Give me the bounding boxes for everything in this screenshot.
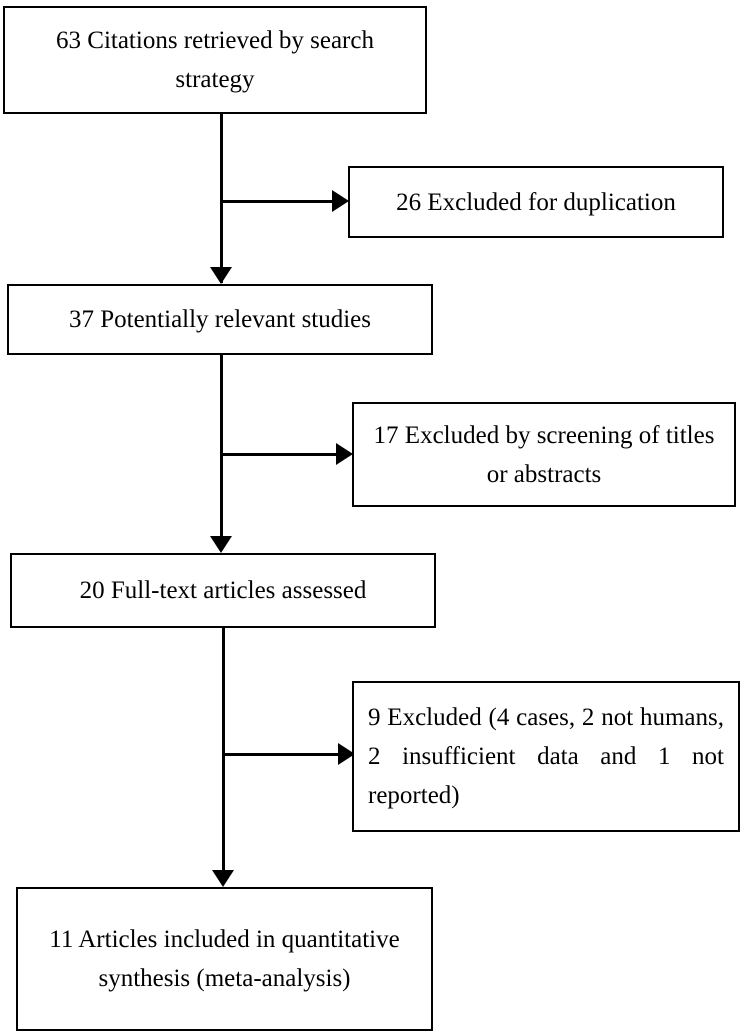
connector-line-branch-duplication xyxy=(220,200,340,203)
node-articles-included-label: 11 Articles included in quantitative syn… xyxy=(49,926,400,992)
node-excluded-screening: 17 Excluded by screening of titles or ab… xyxy=(352,402,736,507)
connector-arrowhead-branch-duplication xyxy=(332,190,349,212)
connector-line-stage2-to-stage3 xyxy=(220,355,223,537)
connector-arrowhead-stage3-to-stage4 xyxy=(212,870,234,887)
connector-line-stage3-to-stage4 xyxy=(222,628,225,871)
connector-line-branch-fulltext-exclusion xyxy=(222,753,346,756)
node-citations-retrieved: 63 Citations retrieved by search strateg… xyxy=(3,6,427,114)
connector-line-branch-screening xyxy=(220,453,344,456)
node-fulltext-assessed-label: 20 Full-text articles assessed xyxy=(79,577,367,604)
connector-arrowhead-stage1-to-stage2 xyxy=(210,267,232,284)
node-excluded-duplication: 26 Excluded for duplication xyxy=(348,166,724,238)
node-excluded-fulltext: 9 Excluded (4 cases, 2 not humans, 2 ins… xyxy=(352,681,740,832)
node-fulltext-assessed: 20 Full-text articles assessed xyxy=(10,553,436,628)
node-articles-included: 11 Articles included in quantitative syn… xyxy=(16,887,433,1031)
connector-arrowhead-branch-fulltext-exclusion xyxy=(338,743,355,765)
connector-arrowhead-branch-screening xyxy=(336,443,353,465)
node-excluded-fulltext-label: 9 Excluded (4 cases, 2 not humans, 2 ins… xyxy=(368,704,724,809)
connector-arrowhead-stage2-to-stage3 xyxy=(210,536,232,553)
node-potentially-relevant-label: 37 Potentially relevant studies xyxy=(68,306,372,333)
connector-line-stage1-to-stage2 xyxy=(220,114,223,283)
node-excluded-screening-label: 17 Excluded by screening of titles or ab… xyxy=(373,421,715,488)
node-excluded-duplication-label: 26 Excluded for duplication xyxy=(396,188,676,216)
node-citations-retrieved-label: 63 Citations retrieved by search strateg… xyxy=(56,27,374,93)
node-potentially-relevant: 37 Potentially relevant studies xyxy=(7,284,433,355)
